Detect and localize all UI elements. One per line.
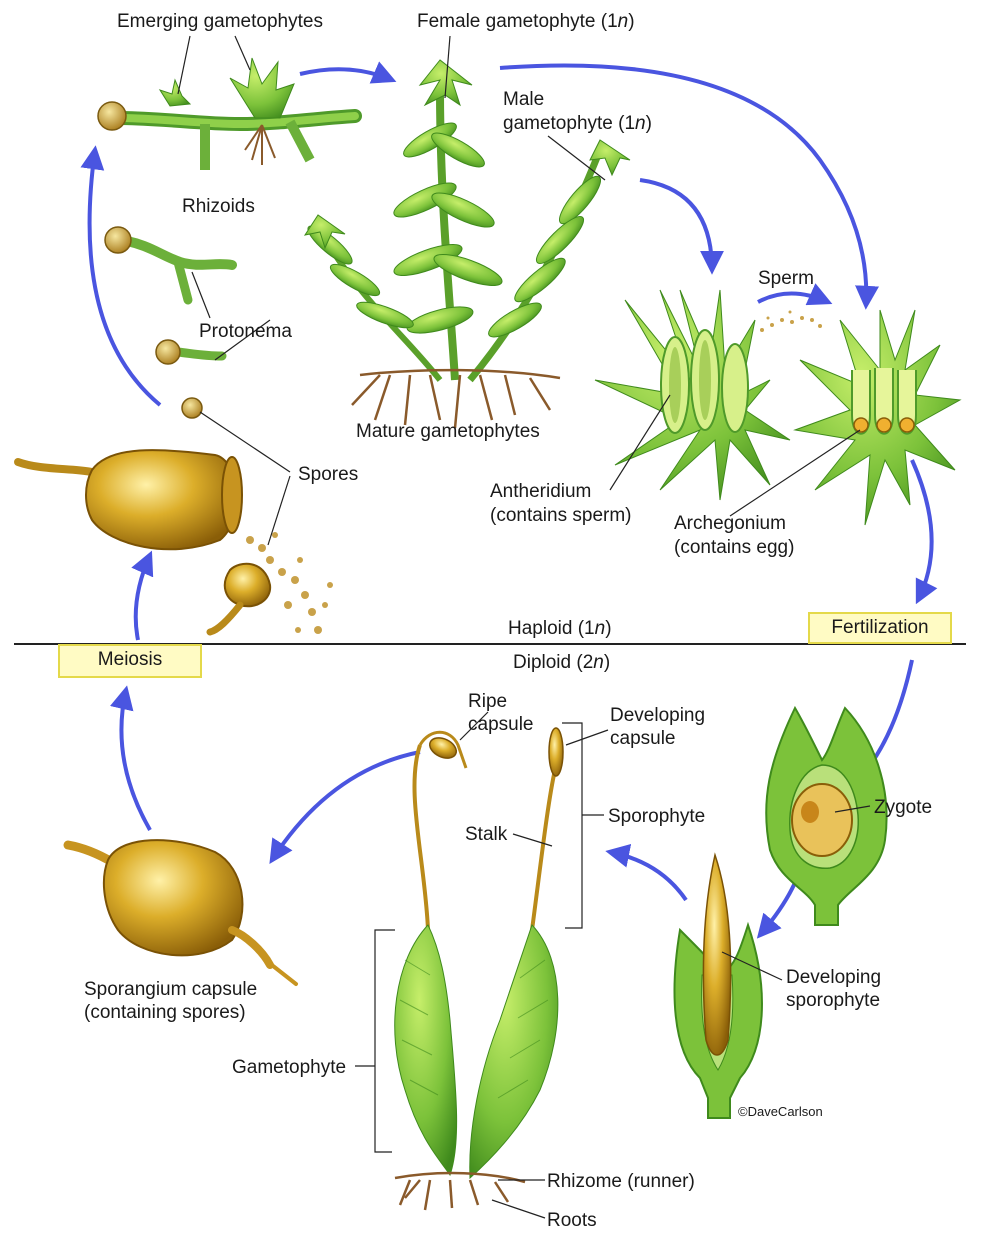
fertilization-box: Fertilization <box>808 612 952 644</box>
label-mature-gametophytes: Mature gametophytes <box>356 421 540 442</box>
mature-gametophytes-illustration <box>303 59 631 429</box>
developing-sporophyte-illustration <box>673 852 763 1119</box>
opened-capsule-illustration <box>14 449 333 636</box>
label-haploid: Haploid (1n) <box>508 617 612 640</box>
label-male-line2-n: n <box>635 113 646 134</box>
label-haploid-text: Haploid (1 <box>508 618 595 639</box>
label-diploid: Diploid (2n) <box>513 651 610 674</box>
label-developing-capsule-line2: capsule <box>610 728 676 749</box>
label-antheridium-line1: Antheridium <box>490 481 592 502</box>
label-male-line1: Male <box>503 89 545 110</box>
arrow-to-sporangium <box>269 750 421 865</box>
meiosis-box: Meiosis <box>58 644 202 678</box>
label-archegonium-line2: (contains egg) <box>674 537 795 558</box>
archegonium-cluster-illustration <box>793 309 962 526</box>
label-sperm: Sperm <box>758 268 814 289</box>
label-ripe-line2: capsule <box>468 714 534 735</box>
label-stalk: Stalk <box>465 824 508 845</box>
arrow-meiosis-to-capsule <box>131 550 154 641</box>
label-sporangium-line2: (containing spores) <box>84 1002 246 1023</box>
label-haploid-close: ) <box>605 618 612 639</box>
label-female-gametophyte-n: n <box>617 11 629 32</box>
label-gametophyte: Gametophyte <box>232 1057 347 1078</box>
label-emerging-gametophytes: Emerging gametophytes <box>117 11 323 32</box>
label-haploid-n: n <box>594 618 606 639</box>
label-sporophyte: Sporophyte <box>608 806 706 827</box>
label-antheridium-line2: (contains sperm) <box>490 505 632 526</box>
arrow-sperm <box>757 283 833 306</box>
arrow-female-to-archegonium <box>499 63 879 310</box>
label-protonema: Protonema <box>199 321 292 342</box>
label-spores: Spores <box>298 464 359 485</box>
sporangium-capsule-illustration <box>63 839 298 986</box>
label-archegonium-line1: Archegonium <box>674 513 786 534</box>
zygote-archegonium-illustration <box>765 705 888 926</box>
arrow-to-female-gametophyte <box>299 61 397 84</box>
label-zygote: Zygote <box>874 797 933 818</box>
label-developing-sporophyte-line1: Developing <box>786 967 882 988</box>
label-diploid-text: Diploid (2 <box>513 652 594 673</box>
arrow-spores-to-emerging <box>80 145 162 407</box>
sperm-dots <box>760 310 822 332</box>
mature-sporophyte-illustration <box>394 727 564 1211</box>
label-developing-sporophyte-line2: sporophyte <box>786 990 881 1011</box>
label-female-gametophyte: Female gametophyte (1n) <box>417 10 635 33</box>
label-female-gametophyte-close: ) <box>628 11 635 32</box>
label-male-line2: gametophyte (1n) <box>503 112 652 135</box>
arrow-to-fertilization <box>910 459 938 605</box>
label-credit: ©DaveCarlson <box>738 1104 823 1119</box>
leader-lines <box>177 35 871 1219</box>
arrow-male-to-antheridium <box>639 178 724 275</box>
label-rhizome: Rhizome (runner) <box>547 1171 695 1192</box>
label-developing-capsule-line1: Developing <box>610 705 706 726</box>
arrow-to-mature-sporophyte <box>605 844 688 902</box>
label-ripe-line1: Ripe <box>468 691 508 712</box>
arrow-to-meiosis <box>110 685 152 831</box>
cycle-arrows <box>80 61 938 939</box>
label-diploid-close: ) <box>603 652 611 673</box>
label-sporangium-line1: Sporangium capsule <box>84 979 258 1000</box>
label-male-line2-text: gametophyte (1 <box>503 113 636 134</box>
emerging-gametophytes-illustration <box>97 57 362 170</box>
label-rhizoids: Rhizoids <box>182 196 255 217</box>
label-female-gametophyte-text: Female gametophyte (1 <box>417 11 618 32</box>
label-male-line2-close: ) <box>645 113 652 134</box>
antheridium-cluster-illustration <box>594 289 791 501</box>
protonema-illustration <box>104 226 237 419</box>
label-roots: Roots <box>547 1210 597 1231</box>
label-diploid-n: n <box>593 652 604 673</box>
